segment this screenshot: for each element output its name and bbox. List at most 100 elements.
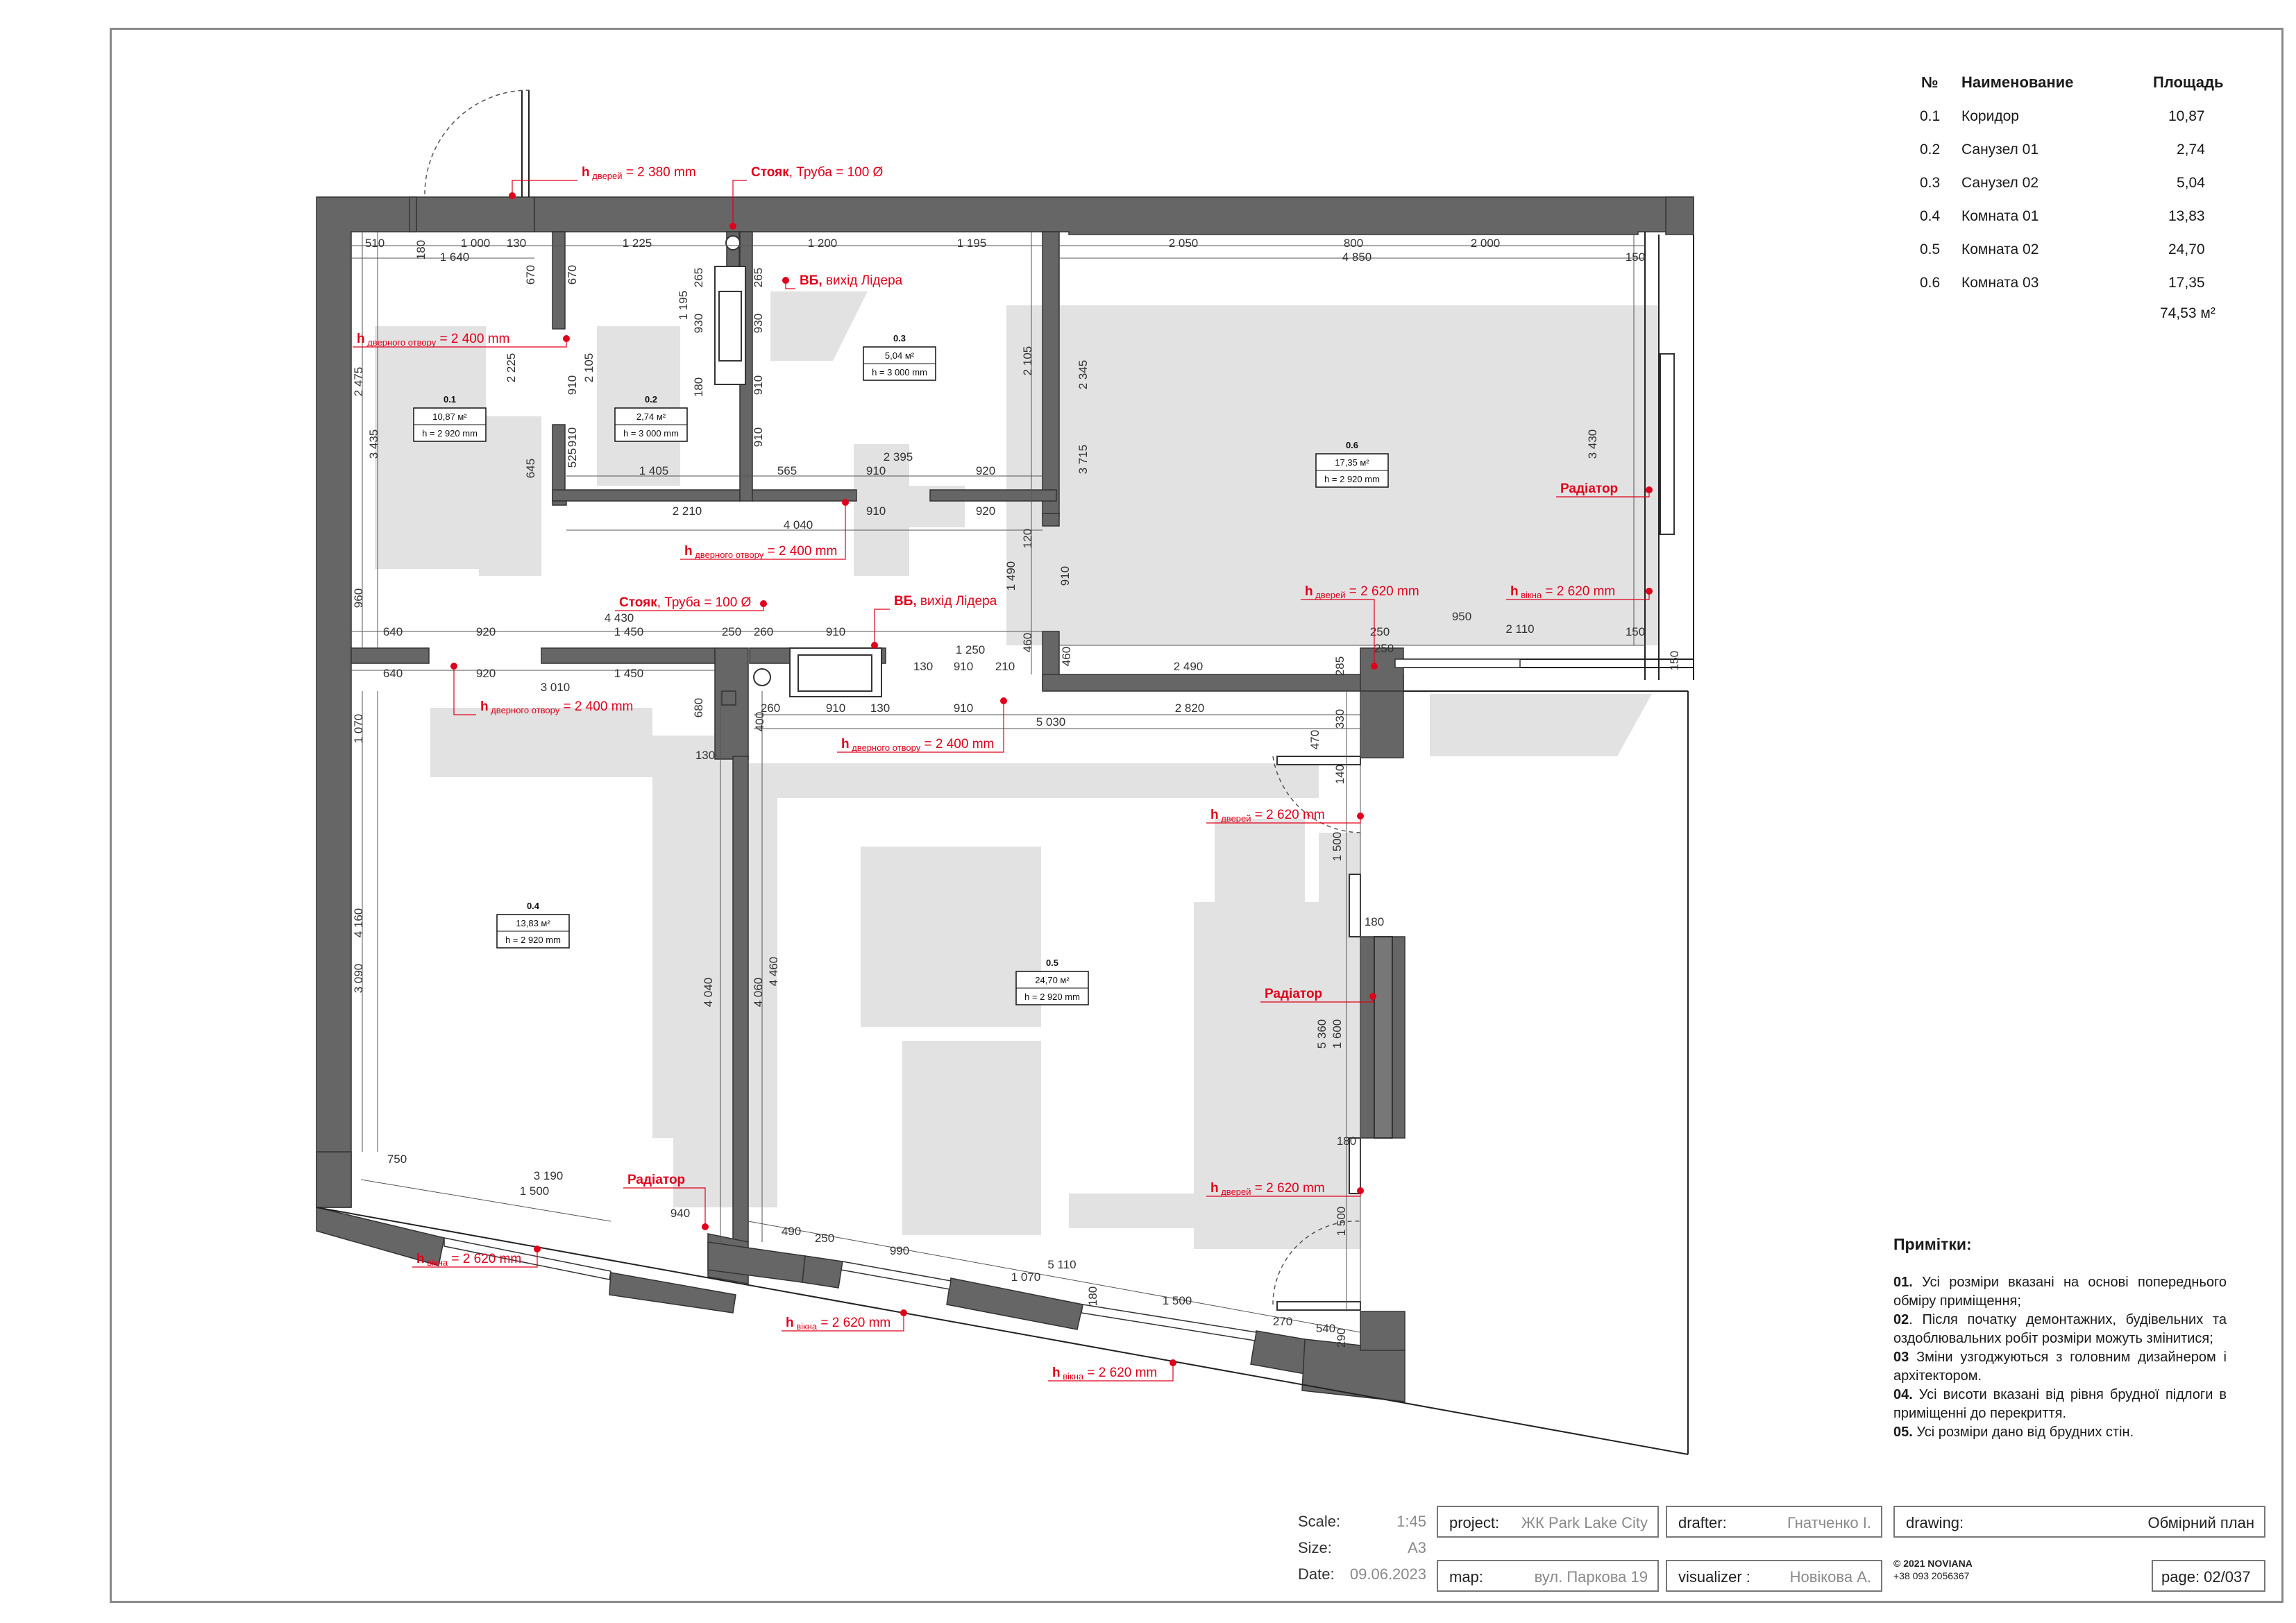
dimension-value: 525 (566, 448, 579, 468)
annotation-bold: h (786, 1316, 794, 1330)
dimension-value: 4 850 (1342, 250, 1372, 264)
schedule-header-name: Наименование (1961, 74, 2074, 91)
dimension-value: 120 (1021, 529, 1034, 548)
dimension-value: 640 (383, 667, 403, 680)
schedule-no: 0.1 (1920, 108, 1941, 124)
annotation-bold: Радіатор (1265, 987, 1322, 1001)
drafter-label: drafter: (1678, 1514, 1727, 1531)
dimension-value: 910 (866, 504, 886, 518)
annotation-sub: вікна (794, 1321, 818, 1332)
dimension-value: 130 (695, 749, 715, 762)
annotation-leader (732, 180, 747, 226)
annotation-callout: h дверного отвору = 2 400 mm (450, 663, 633, 715)
annotation-dot (1371, 663, 1378, 670)
annotation-callout: ВБ, вихід Лідера (871, 594, 997, 649)
dimension-value: 1 500 (1331, 832, 1344, 862)
annotation-sub: дверей (1313, 590, 1346, 600)
annotation-dot (871, 642, 878, 649)
annotation-dot (760, 600, 767, 607)
annotation-bold: h (1510, 584, 1519, 599)
notes-block: Примітки: 01. Усі розміри вказані на осн… (1893, 1235, 2227, 1442)
schedule-total: 74,53 м² (2160, 305, 2215, 321)
annotation-callout: ВБ, вихід Лідера (782, 273, 903, 289)
annotation-sub: дверного отвору (850, 742, 921, 753)
map-field: map: вул. Паркова 19 (1437, 1560, 1659, 1592)
dimension-value: 750 (387, 1153, 407, 1166)
room-id: 0.4 (527, 901, 540, 911)
annotation-leader (680, 502, 846, 560)
dimension-value: 400 (753, 712, 766, 731)
dimension-value: 3 430 (1586, 430, 1599, 459)
annotation-bold: h (416, 1252, 425, 1266)
annotation-dot (1170, 1359, 1176, 1366)
room-id: 0.1 (444, 394, 456, 405)
date-value: 09.06.2023 (1349, 1565, 1426, 1583)
note-number: 05. (1893, 1425, 1913, 1440)
dimension-value: 3 715 (1077, 445, 1090, 475)
dimension-value: 940 (670, 1207, 690, 1220)
dimension-value: 250 (815, 1232, 834, 1245)
annotation-text: Стояк, Труба = 100 Ø (751, 165, 884, 180)
dimension-value: 265 (692, 268, 705, 287)
annotation-dot (1000, 697, 1007, 704)
dimension-value: 2 210 (673, 504, 702, 518)
annotation-text: h вікна = 2 620 mm (416, 1252, 521, 1268)
room-id: 0.3 (893, 333, 906, 343)
annotation-bold: Стояк (751, 165, 789, 180)
dimension-value: 910 (826, 702, 845, 715)
dimension-value: 680 (692, 698, 705, 717)
dimension-value: 2 395 (884, 450, 913, 464)
drawing-label: drawing: (1906, 1514, 1964, 1531)
dimension-value: 2 490 (1174, 660, 1204, 673)
annotation-text: Радіатор (627, 1173, 685, 1187)
dimension-value: 960 (352, 588, 365, 608)
annotation-dot (563, 335, 570, 342)
annotation-dot (450, 663, 457, 670)
dimension-value: 180 (692, 377, 705, 397)
schedule-area: 5,04 (2177, 175, 2205, 191)
annotation-dot (534, 1246, 541, 1252)
annotation-dot (1357, 1187, 1364, 1194)
dimension-value: 180 (1337, 1135, 1356, 1148)
annotation-text: Стояк, Труба = 100 Ø (619, 595, 752, 610)
note-text: . Після початку демонтажних, будівельних… (1893, 1312, 2227, 1346)
annotation-callout: h дверного отвору = 2 400 mm (680, 499, 849, 560)
note-item: 02. Після початку демонтажних, будівельн… (1893, 1311, 2227, 1348)
dimension-value: 2 105 (1021, 346, 1034, 376)
dimension-value: 180 (1086, 1286, 1099, 1306)
dimension-value: 2 105 (582, 353, 596, 383)
annotation-text: h вікна = 2 620 mm (1510, 584, 1615, 600)
dimension-value: 1 405 (639, 464, 669, 477)
annotation-rest: = 2 620 mm (1542, 584, 1615, 599)
room-area: 24,70 м² (1035, 975, 1070, 985)
visualizer-label: visualizer : (1678, 1568, 1750, 1586)
annotation-rest: = 2 620 mm (1083, 1366, 1157, 1380)
dimension-value: 490 (782, 1225, 801, 1238)
annotation-text: h дверного отвору = 2 400 mm (684, 544, 837, 560)
dimension-value: 910 (566, 427, 579, 447)
annotation-leader (412, 1249, 538, 1268)
dimension-value: 1 640 (440, 250, 470, 264)
size-label: Size: (1298, 1539, 1332, 1556)
dimension-value: 670 (524, 265, 537, 284)
annotation-dot (1357, 813, 1364, 819)
page-label: page: 02/037 (2161, 1568, 2251, 1586)
note-item: 05. Усі розміри дано від брудних стін. (1893, 1423, 2227, 1442)
annotation-rest: = 2 620 mm (817, 1316, 890, 1330)
annotation-dot (729, 223, 736, 230)
dimension-value: 5 030 (1036, 715, 1066, 729)
dimension-value: 910 (954, 702, 973, 715)
room-area: 2,74 м² (636, 411, 666, 422)
room-height: h = 3 000 mm (872, 367, 927, 377)
dimension-value: 2 110 (1505, 622, 1534, 636)
area-schedule: № Наименование Площадь 0.1 Коридор 10,87… (1916, 69, 2242, 333)
room-area: 5,04 м² (885, 350, 915, 361)
boundary-lines (316, 90, 1694, 1455)
dimension-value: 920 (476, 625, 496, 638)
copyright-block: © 2021 NOVIANA +38 093 2056367 (1893, 1557, 1973, 1582)
dimension-value: 2 225 (505, 353, 518, 383)
dimension-value: 910 (752, 427, 765, 447)
dimension-value: 1 500 (520, 1184, 550, 1198)
